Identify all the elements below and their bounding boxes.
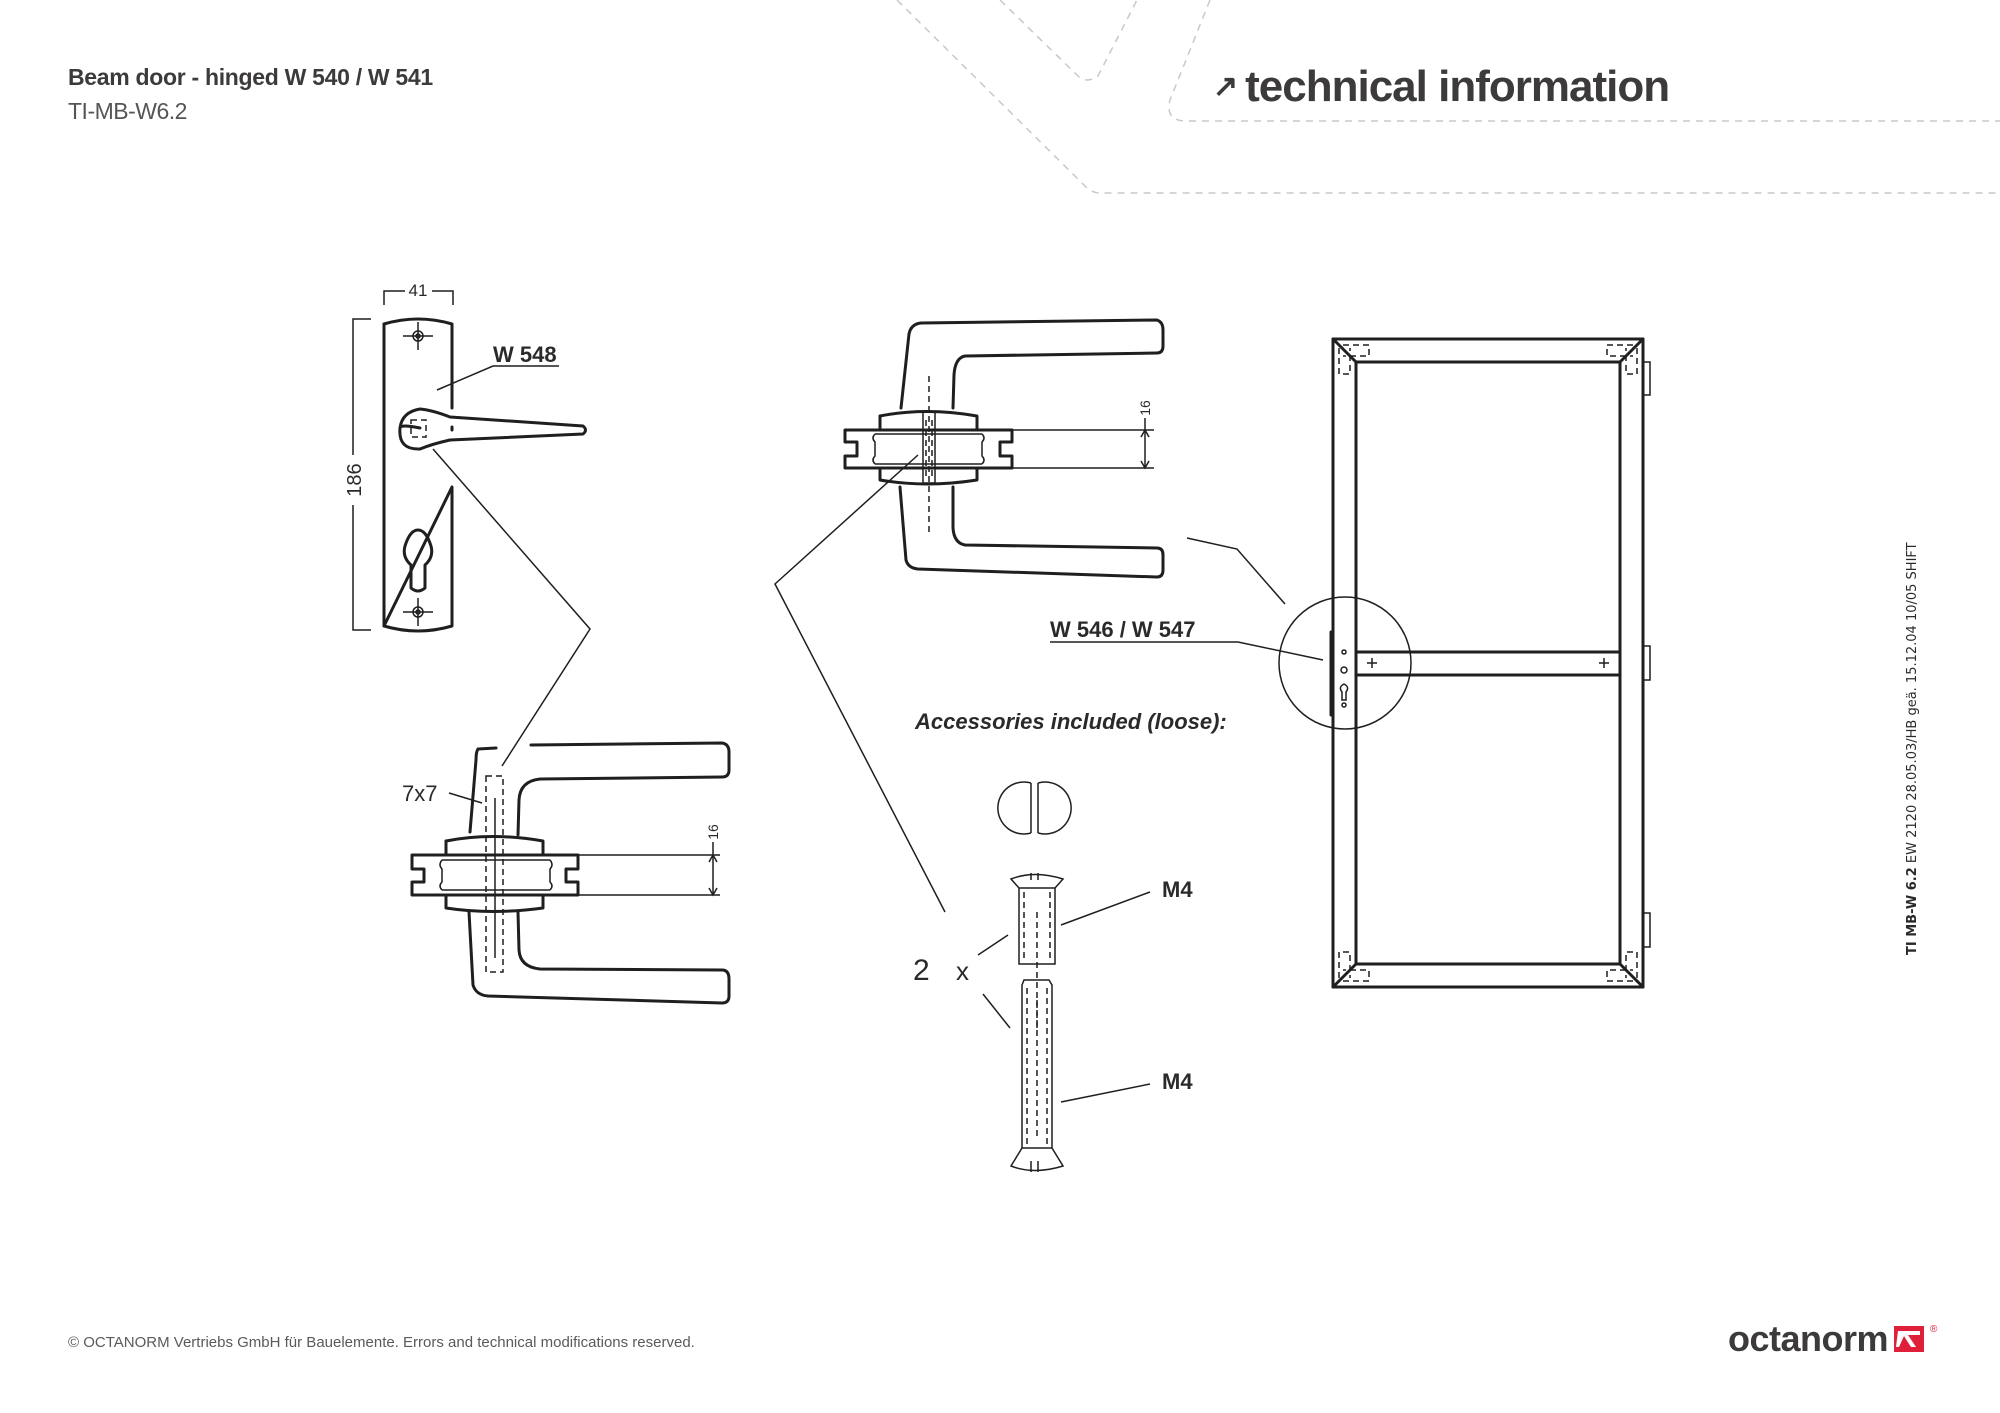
plate-width-dim: 41 bbox=[409, 281, 428, 300]
door-label: W 546 / W 547 bbox=[1050, 617, 1196, 642]
registered-mark: ® bbox=[1930, 1323, 1938, 1335]
section-header: ↗ technical information bbox=[1213, 62, 1670, 112]
document-code: TI-MB-W6.2 bbox=[68, 98, 187, 124]
side-note-text: EW 2120 28.05.03/HB geä. 15.12.04 10/05 … bbox=[1905, 542, 1920, 868]
lower-handle-assembly: 7x7 16 bbox=[402, 741, 731, 1005]
accessories-times: x bbox=[956, 956, 969, 986]
accessories: Accessories included (loose): 2 x M4 M4 bbox=[913, 709, 1227, 1172]
document-title: Beam door - hinged W 540 / W 541 bbox=[68, 64, 433, 90]
side-reference-note: TI MB-W 6.2 EW 2120 28.05.03/HB geä. 15.… bbox=[1905, 542, 1920, 955]
accessories-title: Accessories included (loose): bbox=[914, 709, 1227, 734]
section-title: technical information bbox=[1245, 62, 1670, 111]
upper-handle-assembly: 16 bbox=[774, 318, 1165, 913]
escutcheon-plate: 41 186 W 548 bbox=[344, 281, 591, 767]
plate-label: W 548 bbox=[493, 342, 557, 367]
brand-name: octanorm bbox=[1728, 1318, 1889, 1359]
octanorm-mark-icon bbox=[1894, 1326, 1925, 1352]
screw-bottom-label: M4 bbox=[1162, 1069, 1193, 1094]
brand-logo: octanorm ® bbox=[1728, 1318, 1937, 1360]
header-decoration bbox=[896, 0, 2000, 194]
screw-top-label: M4 bbox=[1162, 877, 1193, 902]
accessories-quantity: 2 bbox=[913, 954, 930, 987]
side-note-code: TI MB-W 6.2 bbox=[1905, 867, 1920, 955]
arrow-up-right-icon: ↗ bbox=[1213, 70, 1238, 103]
door-frame: W 546 / W 547 bbox=[1050, 337, 1651, 989]
octanorm-arrow-icon bbox=[1896, 1331, 1921, 1347]
spindle-size-label: 7x7 bbox=[402, 781, 437, 806]
lower-profile-dim: 16 bbox=[705, 824, 721, 840]
plate-height-dim: 186 bbox=[344, 463, 366, 496]
footer-copyright: © OCTANORM Vertriebs GmbH für Bauelement… bbox=[68, 1334, 695, 1351]
upper-profile-dim: 16 bbox=[1137, 400, 1153, 416]
